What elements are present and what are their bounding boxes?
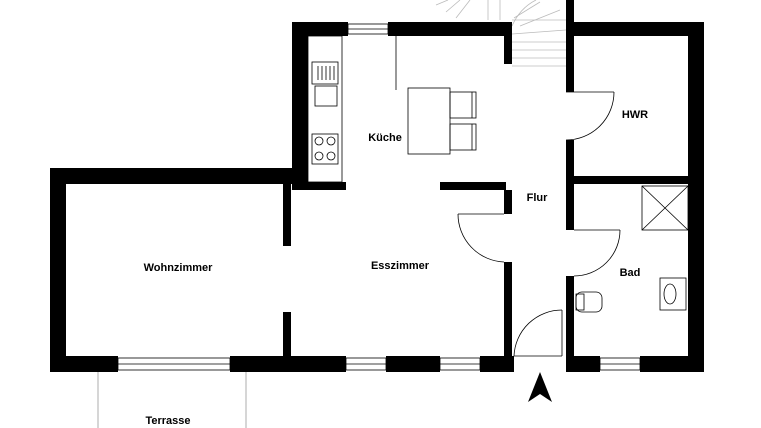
room-label-esszimmer: Esszimmer	[370, 260, 430, 272]
doors	[457, 91, 621, 357]
room-label-flur: Flur	[526, 192, 548, 204]
windows	[117, 23, 641, 371]
room-label-kueche: Küche	[368, 132, 402, 144]
walls	[50, 0, 704, 372]
room-label-bad: Bad	[619, 267, 641, 279]
staircase	[435, 0, 567, 67]
room-label-hwr: HWR	[621, 109, 649, 121]
terrasse-outline	[97, 372, 247, 428]
kitchen-furniture	[307, 35, 477, 183]
bathroom-fixtures	[575, 185, 689, 313]
north-arrow-icon	[528, 372, 552, 402]
room-label-terrasse: Terrasse	[145, 415, 191, 427]
room-label-wohnzimmer: Wohnzimmer	[143, 262, 213, 274]
